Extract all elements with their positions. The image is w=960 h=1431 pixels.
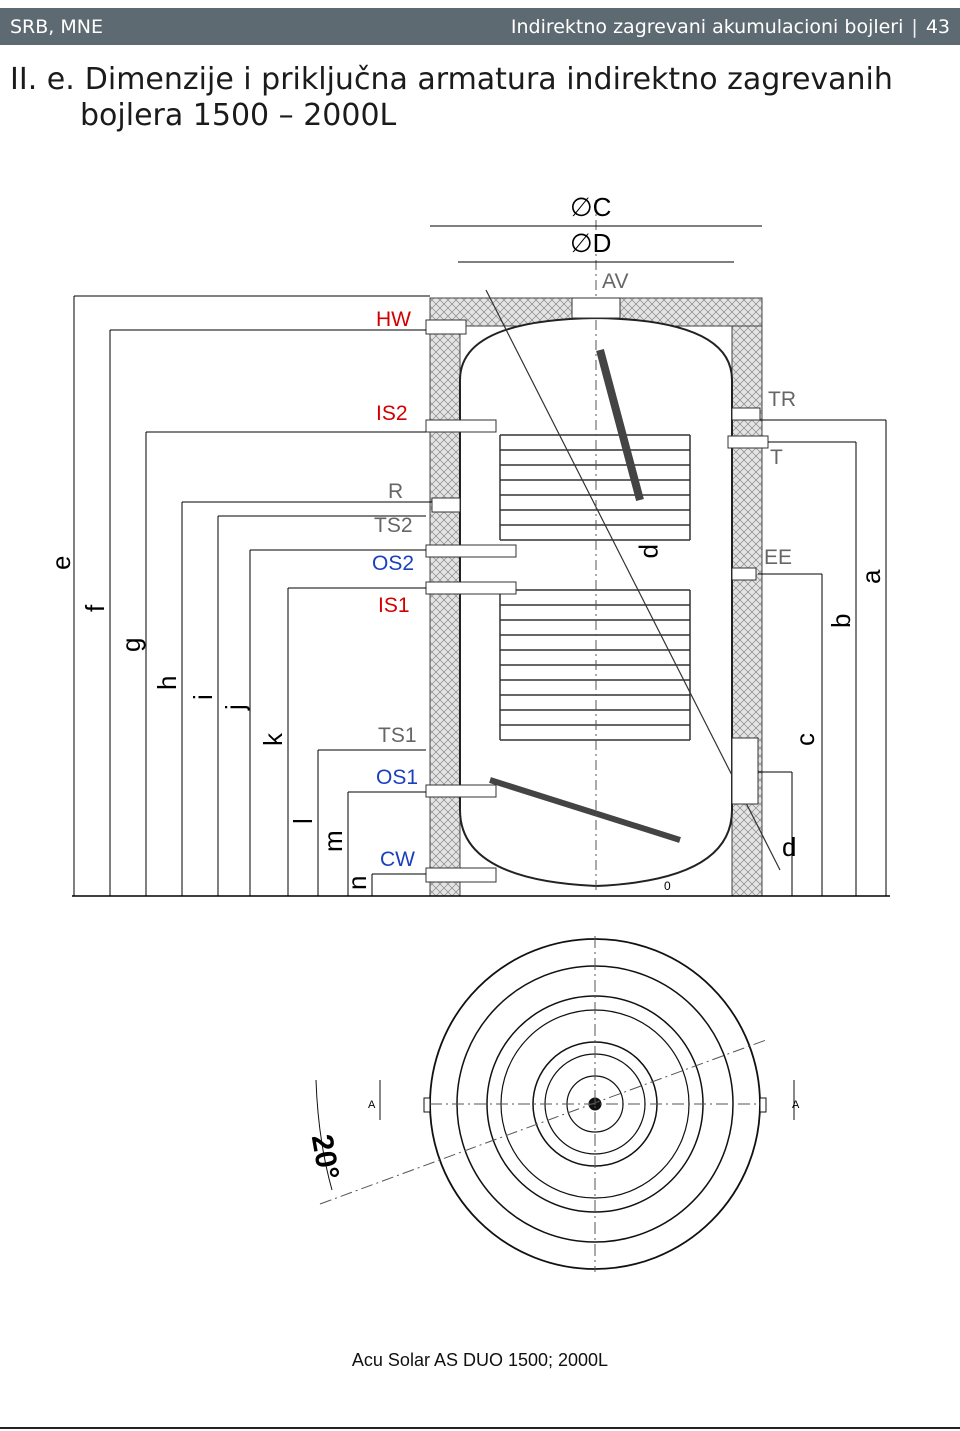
label-os2: OS2 (372, 552, 414, 575)
bottom-heater (489, 777, 681, 843)
header-country: SRB, MNE (10, 15, 103, 38)
label-tr: TR (768, 388, 796, 411)
label-ts2: TS2 (374, 514, 413, 537)
dim-a: a (856, 569, 886, 584)
right-dimension-lines (758, 419, 887, 896)
right-connections (571, 297, 769, 805)
dim-f: f (80, 604, 110, 612)
dim-b: b (826, 614, 856, 628)
dim-c: c (790, 733, 820, 746)
dim-k: k (258, 732, 288, 746)
dim-e: e (46, 556, 76, 570)
figure-caption: Acu Solar AS DUO 1500; 2000L (351, 1350, 609, 1370)
dim-d: d (782, 832, 796, 862)
dim-j: j (220, 704, 250, 711)
dim-m: m (318, 830, 348, 852)
coil-label-p: p (638, 544, 668, 558)
angle-label: 20° (305, 1132, 345, 1182)
dim-i: i (188, 694, 218, 700)
header-right: Indirektno zagrevani akumulacioni bojler… (511, 16, 950, 38)
label-r: R (388, 480, 403, 503)
section-mark-right: A (792, 1099, 800, 1111)
label-ee: EE (764, 546, 792, 569)
label-t: T (770, 446, 783, 469)
label-is2: IS2 (376, 402, 408, 425)
label-av: AV (602, 270, 628, 293)
top-view (315, 936, 795, 1272)
anode-rod (596, 348, 644, 502)
section-title: II. e. Dimenzije i priključna armatura in… (10, 62, 940, 134)
header-separator: | (911, 15, 918, 38)
footer-rule (0, 1427, 960, 1429)
label-cw: CW (380, 848, 415, 871)
section-mark-left: A (368, 1099, 376, 1111)
lower-coil (499, 589, 691, 741)
title-line-1: Dimenzije i priključna armatura indirekt… (84, 62, 893, 97)
dim-l: l (288, 818, 318, 824)
diagonal-line (485, 289, 781, 871)
label-is1: IS1 (378, 594, 410, 617)
left-dimension-lines (73, 295, 432, 896)
left-connections (425, 319, 517, 883)
dim-n: n (342, 876, 372, 890)
upper-coil (499, 434, 691, 541)
title-line-2: bojlera 1500 – 2000L (80, 98, 397, 133)
header-section-title: Indirektno zagrevani akumulacioni bojler… (510, 15, 904, 38)
dim-g: g (116, 638, 146, 652)
technical-drawing: ∅C ∅D HW IS2 R TS2 OS2 IS1 TS1 OS1 CW AV… (46, 192, 890, 1272)
base-mark: 0 (664, 879, 671, 893)
page-number: 43 (925, 15, 950, 38)
section-number: II. e. (10, 62, 75, 97)
label-ts1: TS1 (378, 724, 417, 747)
page-header: SRB, MNE Indirektno zagrevani akumulacio… (0, 8, 960, 45)
diameter-d-label: ∅D (570, 228, 611, 258)
label-hw: HW (376, 308, 411, 331)
dim-h: h (152, 676, 182, 690)
diameter-c-label: ∅C (570, 192, 611, 222)
label-os1: OS1 (376, 766, 418, 789)
